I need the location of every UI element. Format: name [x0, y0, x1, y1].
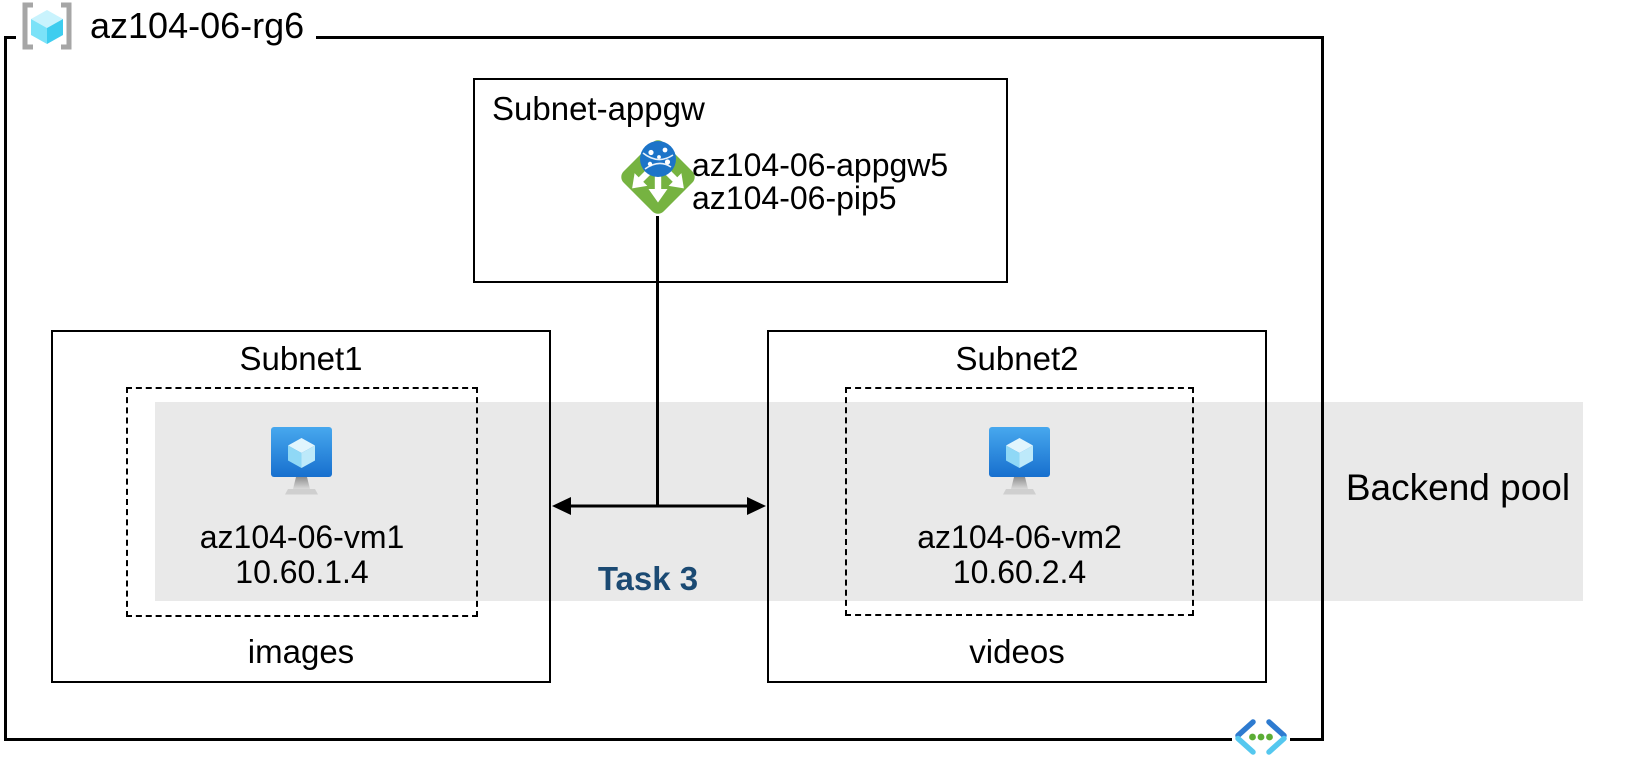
vm1-name: az104-06-vm1	[199, 519, 405, 555]
pip-name: az104-06-pip5	[692, 180, 897, 216]
subnet1-caption: images	[247, 633, 355, 670]
subnet1-vm-group-box	[126, 387, 478, 617]
subnet1-title: Subnet1	[239, 340, 363, 377]
appgw-labels: az104-06-appgw5 az104-06-pip5	[692, 149, 948, 215]
vm2-ip: 10.60.2.4	[952, 554, 1087, 590]
resource-group-name: az104-06-rg6	[90, 5, 305, 46]
appgw-name: az104-06-appgw5	[692, 147, 949, 183]
subnet2-box	[767, 330, 1267, 683]
backend-pool-label: Backend pool	[1345, 467, 1571, 508]
virtual-network-icon	[1232, 719, 1290, 755]
subnet2-caption: videos	[969, 633, 1065, 670]
appgw-connector-line	[656, 216, 659, 506]
backend-pool-band	[155, 402, 1583, 601]
subnet1-box	[51, 330, 551, 683]
resource-group-box	[4, 36, 1324, 741]
vm1-ip: 10.60.1.4	[235, 554, 369, 590]
subnet2-title: Subnet2	[955, 340, 1079, 377]
task-label: Task 3	[597, 560, 699, 597]
application-gateway-icon	[621, 140, 695, 214]
appgw-subnet-title: Subnet-appgw	[492, 90, 705, 127]
backend-double-arrow	[552, 497, 766, 515]
vm2-name: az104-06-vm2	[917, 519, 1122, 555]
resource-group-badge: az104-06-rg6	[16, 0, 317, 52]
appgw-subnet-box: Subnet-appgw	[473, 78, 1008, 283]
vm1-icon	[271, 427, 332, 498]
resource-group-icon	[22, 2, 72, 50]
vm2-icon	[989, 427, 1050, 498]
subnet2-vm-group-box	[845, 387, 1194, 616]
